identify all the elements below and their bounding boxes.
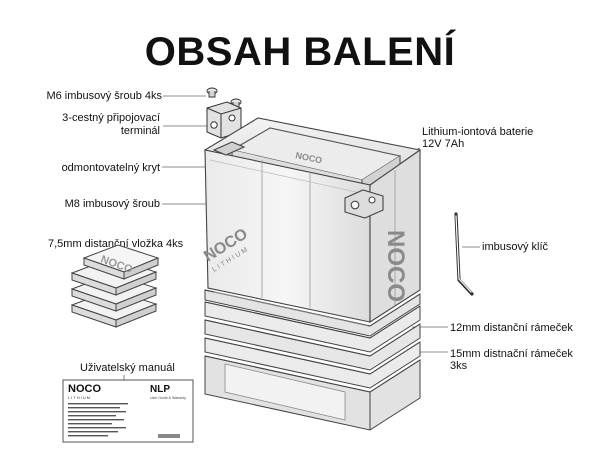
manual-text-lines (68, 403, 128, 437)
frame-base-icon (204, 355, 421, 431)
label-spacer-pads: 7,5mm distanční vložka 4ks (48, 238, 184, 250)
label-frame-12mm: 12mm distanční rámeček (450, 322, 573, 334)
battery-side-brand-text: NOCO (382, 230, 409, 302)
label-hex-key: imbusový klíč (482, 241, 549, 253)
user-manual-icon: NOCO LITHIUM NLP User Guide & Warranty (62, 379, 194, 443)
label-frame-15mm-line1: 15mm distnační rámeček (450, 348, 573, 360)
label-terminal-line1: 3-cestný připojovací (62, 112, 160, 124)
label-battery-line1: Lithium-iontová baterie (422, 126, 534, 138)
label-manual: Uživatelský manuál (80, 362, 175, 374)
label-m8-screw: M8 imbusový šroub (64, 198, 160, 210)
label-cover: odmontovatelný kryt (61, 162, 160, 174)
label-m6-screws: M6 imbusový šroub 4ks (46, 90, 162, 102)
manual-brand-text: NOCO (68, 383, 101, 395)
label-terminal-line2: terminál (120, 125, 160, 137)
frame-15mm-1-icon (204, 301, 421, 353)
spacer-frames (204, 289, 421, 431)
label-frame-15mm-line2: 3ks (450, 360, 468, 372)
page-title: OBSAH BALENÍ (144, 30, 456, 74)
frame-15mm-3-icon (204, 337, 421, 389)
manual-brand-sub-text: LITHIUM (68, 395, 91, 400)
frame-15mm-2-icon (204, 319, 421, 371)
manual-model-text: NLP (150, 384, 170, 395)
battery-icon (203, 117, 422, 324)
manual-subtitle-text: User Guide & Warranty (150, 396, 186, 400)
frame-12mm-icon (204, 289, 421, 337)
label-battery-line2: 12V 7Ah (422, 138, 465, 150)
spacer-pads-icon: NOCO (70, 244, 160, 328)
